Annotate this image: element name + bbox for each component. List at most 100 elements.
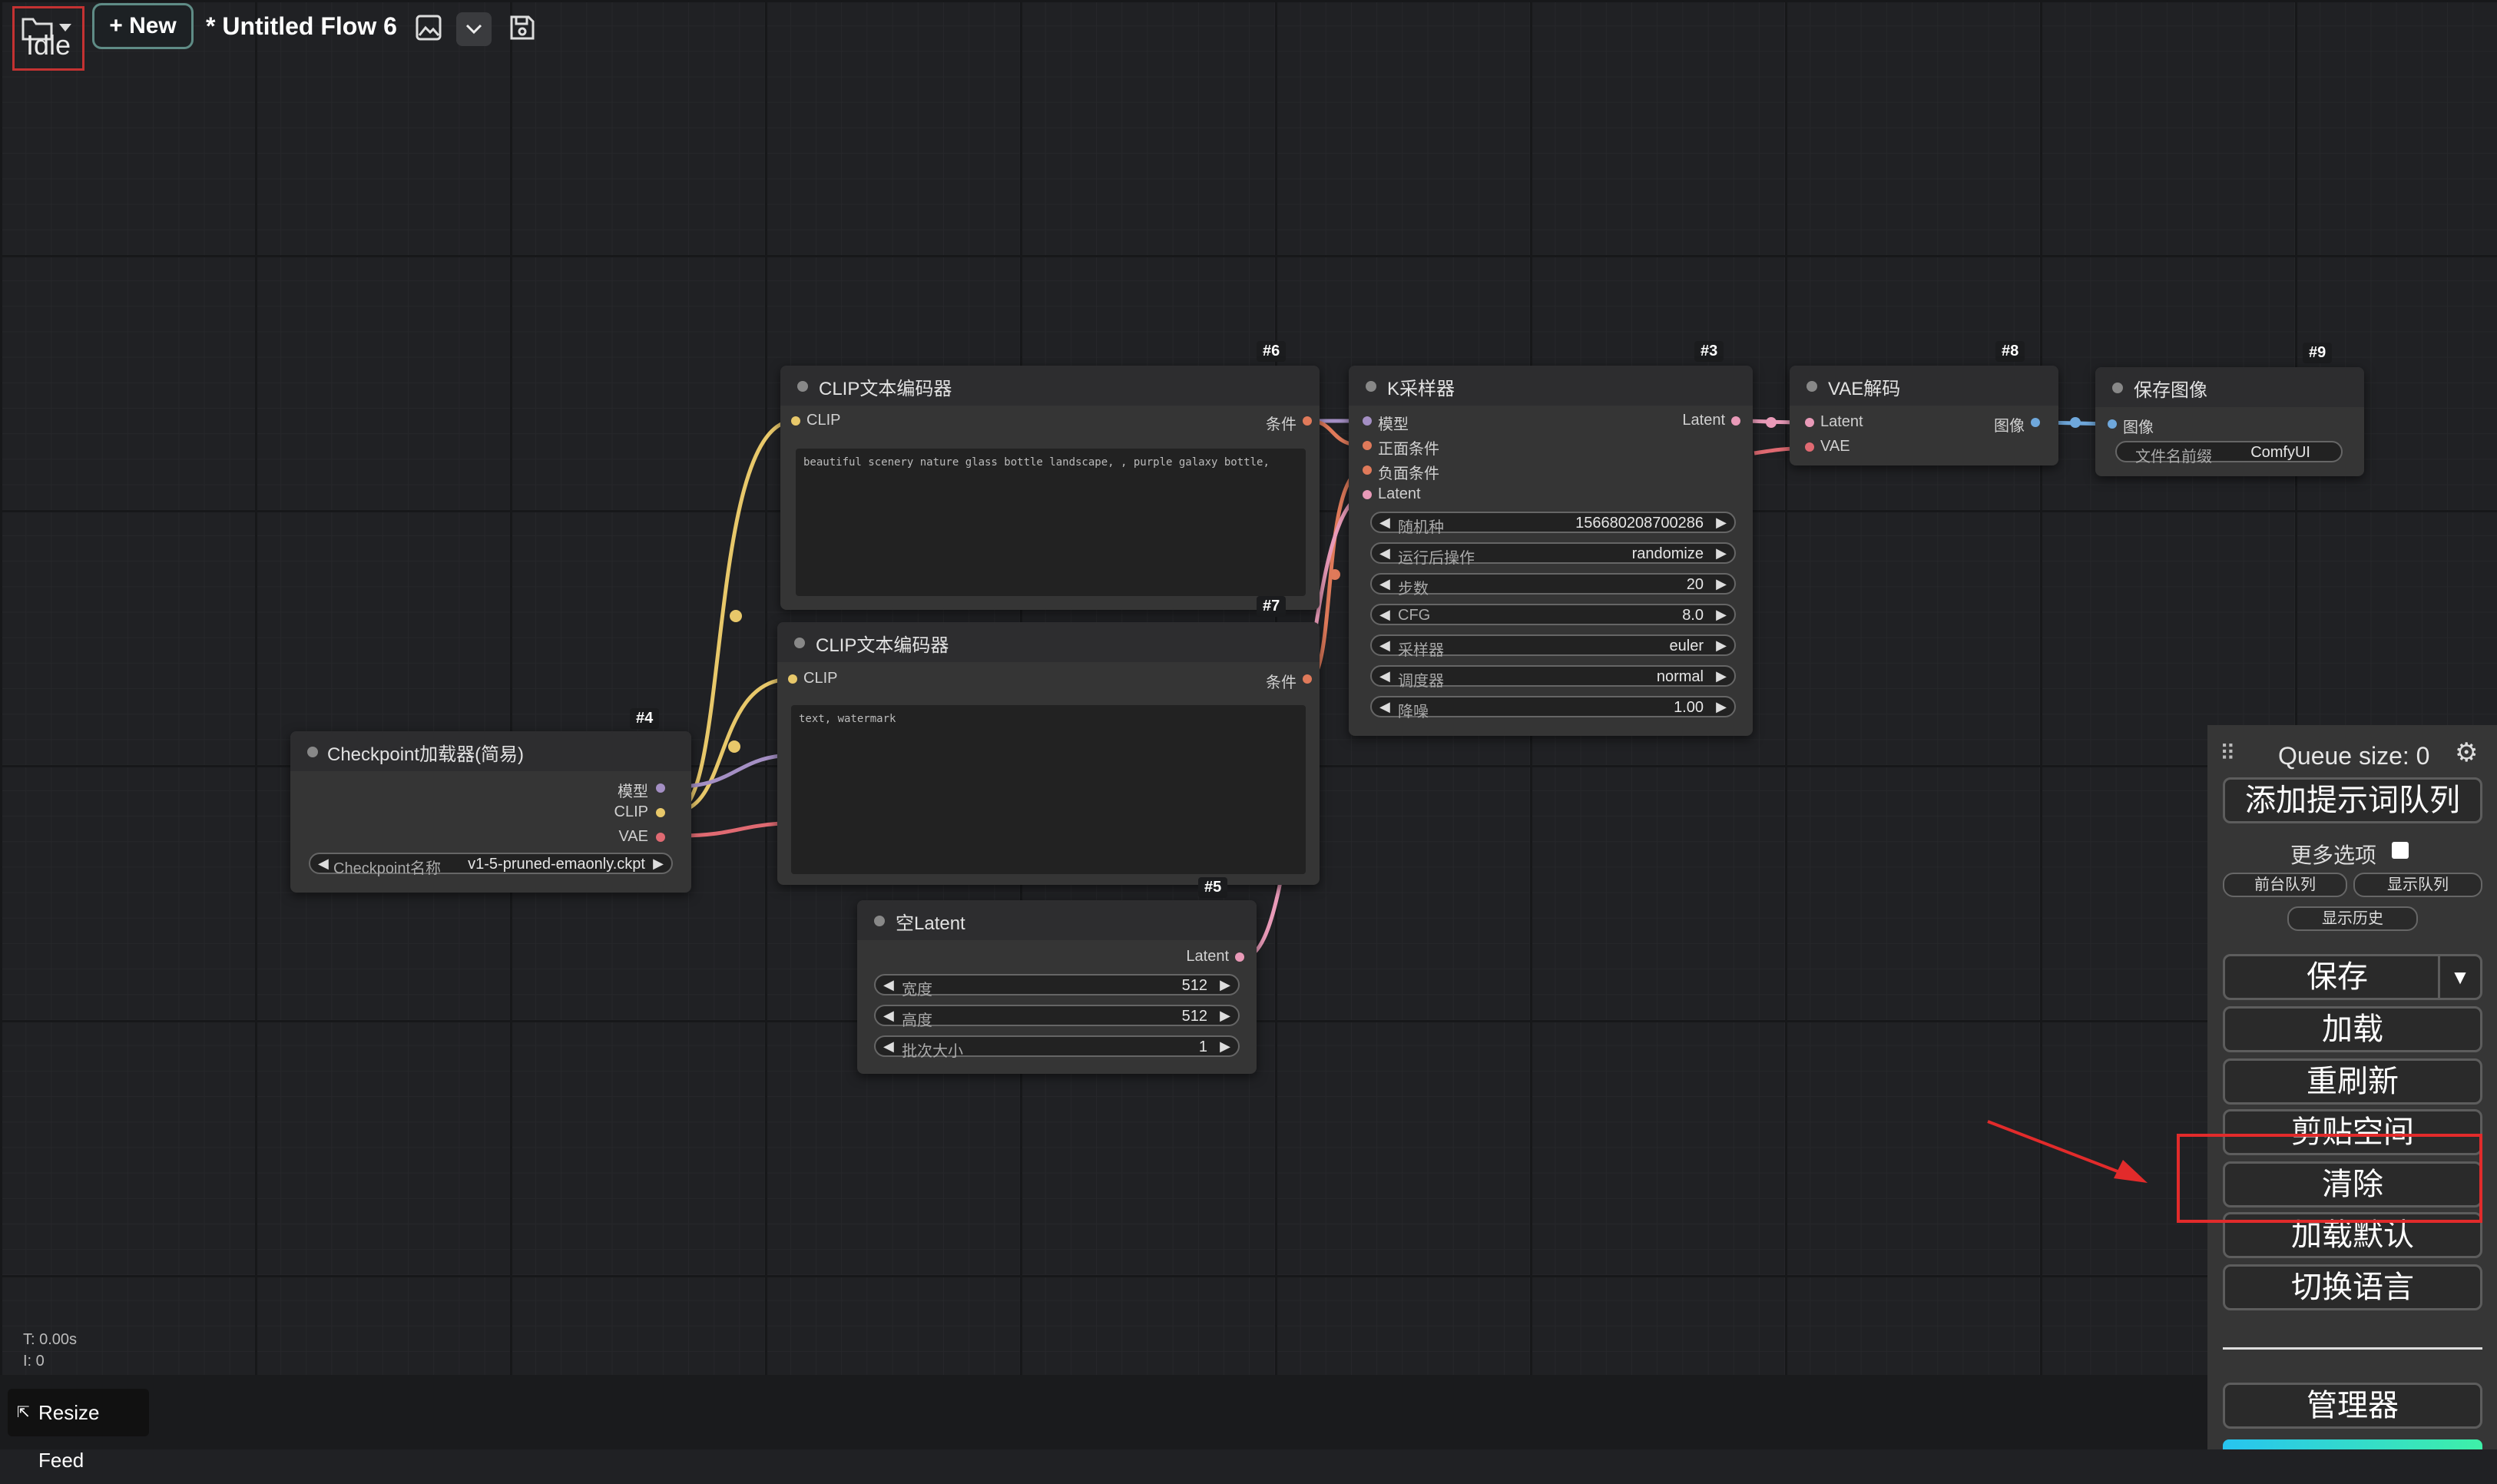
link-midpoint: [1330, 569, 1340, 580]
caret-down-icon: [59, 24, 71, 31]
manager-button[interactable]: 管理器: [2223, 1383, 2482, 1429]
node-title: 保存图像: [2134, 380, 2207, 401]
node-id-badge: #3: [1694, 341, 1724, 362]
drag-handle-icon[interactable]: ⠿: [2220, 741, 2236, 765]
queue-status: Idle: [26, 29, 71, 61]
render-stats: T: 0.00s I: 0: [23, 1329, 77, 1372]
input-port-positive[interactable]: 正面条件: [1363, 436, 1439, 459]
collapse-dot[interactable]: [874, 916, 885, 926]
link-clip-2: [675, 677, 792, 813]
new-workflow-button[interactable]: + New: [92, 3, 194, 49]
collapse-dot[interactable]: [307, 747, 318, 757]
clip-text-encode-node-negative[interactable]: CLIP文本编码器 CLIP 条件 text, watermark: [777, 622, 1320, 885]
input-port-latent[interactable]: Latent: [1805, 413, 1863, 431]
prompt-textarea[interactable]: beautiful scenery nature glass bottle la…: [796, 449, 1306, 596]
annotation-arrow: [1987, 1120, 2128, 1177]
save-dropdown-arrow[interactable]: ▼: [2438, 956, 2480, 998]
clear-button[interactable]: 清除: [2223, 1161, 2482, 1207]
node-title-bar[interactable]: VAE解码: [1790, 366, 2058, 406]
output-port-model[interactable]: 模型: [618, 779, 665, 801]
input-port-clip[interactable]: CLIP: [788, 670, 837, 687]
extra-button-edge[interactable]: [2223, 1439, 2482, 1449]
node-title-bar[interactable]: Checkpoint加载器(简易): [290, 731, 691, 771]
input-port-clip[interactable]: CLIP: [791, 412, 840, 429]
load-button[interactable]: 加载: [2223, 1006, 2482, 1052]
output-port-conditioning[interactable]: 条件: [1266, 412, 1312, 434]
output-port-image[interactable]: 图像: [1994, 413, 2040, 436]
node-title-bar[interactable]: CLIP文本编码器: [780, 366, 1320, 406]
queue-size-label: Queue size: 0: [2278, 742, 2430, 770]
panel-divider: [2223, 1347, 2482, 1350]
view-queue-button[interactable]: 显示队列: [2353, 873, 2482, 897]
gear-icon[interactable]: ⚙: [2455, 738, 2479, 767]
workflow-title[interactable]: * Untitled Flow 6: [206, 12, 397, 40]
output-port-latent[interactable]: Latent: [1682, 412, 1740, 429]
node-title: CLIP文本编码器: [816, 635, 949, 656]
node-id-badge: #4: [630, 708, 660, 729]
link-midpoint: [1766, 417, 1777, 428]
collapse-dot[interactable]: [1366, 381, 1376, 392]
input-port-model[interactable]: 模型: [1363, 412, 1409, 434]
input-port-latent[interactable]: Latent: [1363, 485, 1421, 503]
clip-text-encode-node-positive[interactable]: CLIP文本编码器 CLIP 条件 beautiful scenery natu…: [780, 366, 1320, 610]
export-image-button[interactable]: [412, 11, 445, 45]
input-port-image[interactable]: 图像: [2108, 415, 2154, 437]
resize-feed-button[interactable]: ⇱ Resize Feed: [8, 1389, 149, 1472]
save-workflow-button[interactable]: [505, 11, 539, 45]
node-title-bar[interactable]: K采样器: [1349, 366, 1753, 406]
node-id-badge: #6: [1257, 341, 1287, 362]
save-button[interactable]: 保存 ▼: [2223, 954, 2482, 1000]
input-port-negative[interactable]: 负面条件: [1363, 461, 1439, 483]
switch-language-button[interactable]: 切换语言: [2223, 1264, 2482, 1310]
more-options-label: 更多选项: [2290, 843, 2377, 867]
queue-menu-panel: ⠿ Queue size: 0 ⚙ 添加提示词队列 更多选项 前台队列 显示队列…: [2207, 725, 2497, 1449]
output-port-vae[interactable]: VAE: [618, 828, 665, 846]
input-port-vae[interactable]: VAE: [1805, 438, 1850, 455]
front-queue-button[interactable]: 前台队列: [2223, 873, 2347, 897]
link-midpoint: [730, 610, 742, 622]
collapse-dot[interactable]: [794, 638, 805, 648]
output-port-conditioning[interactable]: 条件: [1266, 670, 1312, 692]
node-title: K采样器: [1387, 379, 1455, 399]
clipspace-button[interactable]: 剪贴空间: [2223, 1109, 2482, 1155]
workflow-dropdown-button[interactable]: [456, 12, 492, 46]
node-id-badge: #8: [1995, 341, 2025, 362]
node-id-badge: #9: [2303, 343, 2333, 363]
collapse-dot[interactable]: [2112, 383, 2123, 393]
prompt-textarea[interactable]: text, watermark: [791, 705, 1306, 874]
output-port-latent[interactable]: Latent: [1186, 948, 1244, 966]
workflow-menu-button[interactable]: [12, 6, 84, 71]
output-port-clip[interactable]: CLIP: [614, 803, 665, 821]
view-history-button[interactable]: 显示历史: [2287, 906, 2418, 931]
node-title-bar[interactable]: 空Latent: [857, 900, 1257, 940]
node-title-bar[interactable]: CLIP文本编码器: [777, 622, 1320, 662]
refresh-button[interactable]: 重刷新: [2223, 1058, 2482, 1105]
collapse-dot[interactable]: [797, 381, 808, 392]
queue-prompt-button[interactable]: 添加提示词队列: [2223, 777, 2482, 823]
node-title-bar[interactable]: 保存图像: [2095, 367, 2364, 407]
checkpoint-loader-node[interactable]: Checkpoint加载器(简易) 模型 CLIP VAE ◀Checkpoin…: [290, 731, 691, 893]
collapse-dot[interactable]: [1807, 381, 1817, 392]
resize-icon: ⇱: [17, 1404, 30, 1421]
vae-decode-node[interactable]: VAE解码 Latent VAE 图像: [1790, 366, 2058, 465]
node-title: CLIP文本编码器: [819, 379, 952, 399]
chevron-down-icon: [465, 24, 482, 35]
stat-iterations: I: 0: [23, 1353, 45, 1370]
node-title: VAE解码: [1828, 379, 1901, 399]
more-options-checkbox[interactable]: [2392, 842, 2409, 859]
